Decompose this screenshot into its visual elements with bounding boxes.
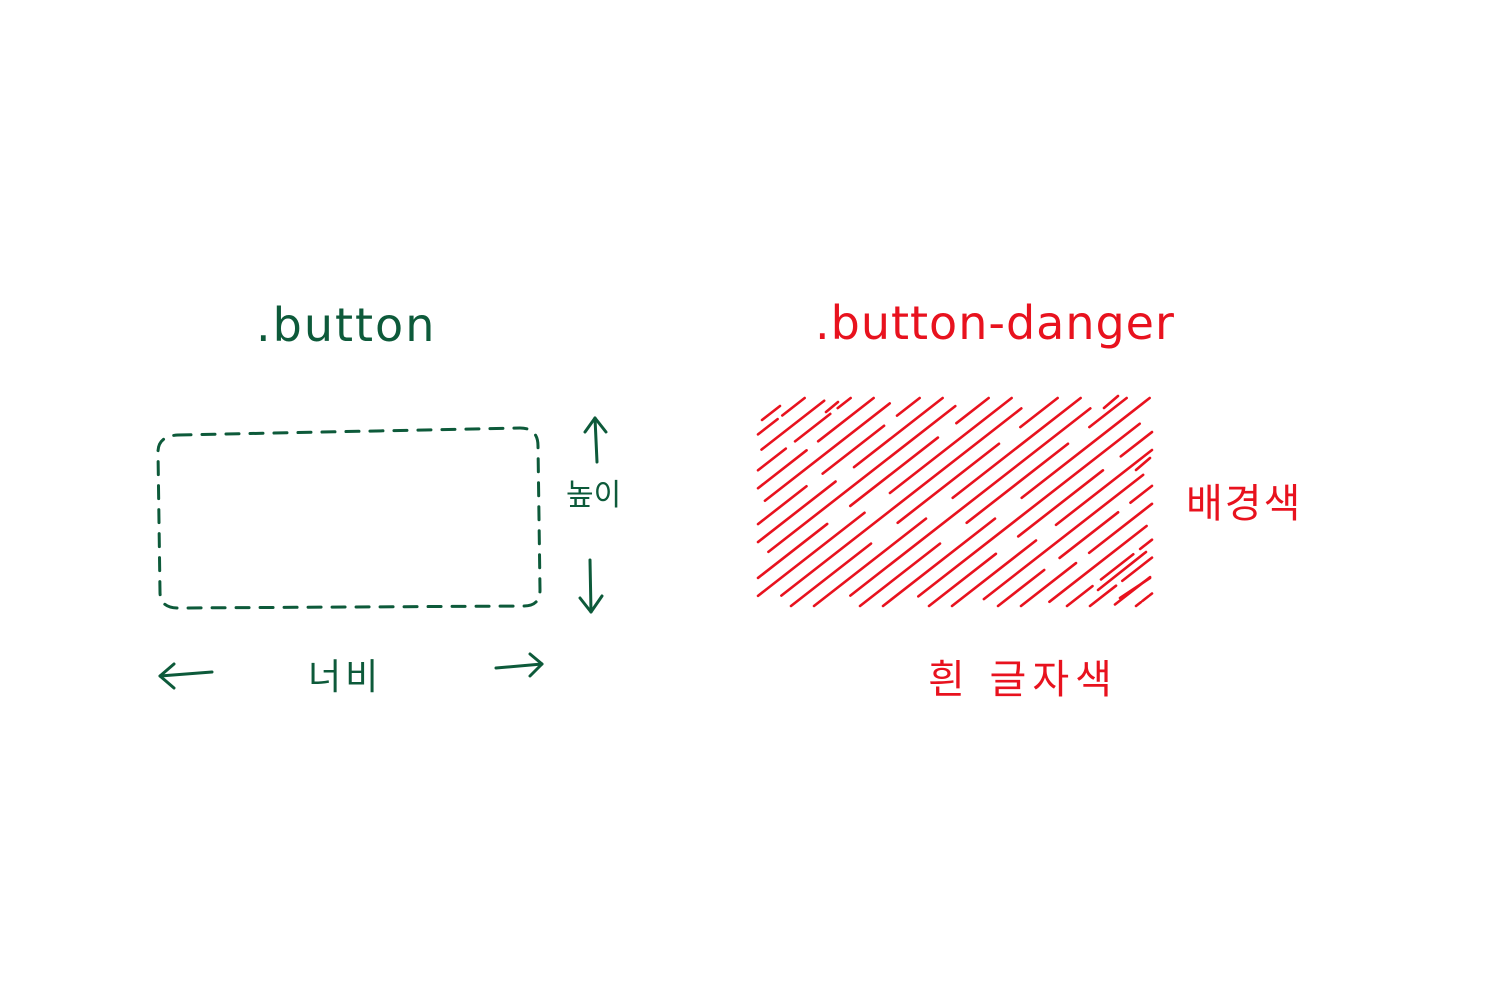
hatch-stroke bbox=[756, 480, 837, 544]
hatch-stroke bbox=[789, 542, 873, 608]
hatch-stroke bbox=[763, 402, 892, 503]
hatch-stroke bbox=[756, 522, 829, 580]
hatch-stroke bbox=[1134, 456, 1152, 472]
hatch-stroke bbox=[852, 396, 944, 469]
hatch-stroke bbox=[916, 422, 1141, 598]
hatch-stroke bbox=[821, 424, 886, 475]
hatch-stroke bbox=[1134, 600, 1143, 608]
danger-background-hatching bbox=[756, 394, 1154, 608]
hatch-stroke bbox=[1019, 561, 1078, 608]
hatch-stroke bbox=[780, 407, 1023, 597]
hatch-stroke bbox=[1148, 592, 1154, 597]
hatch-stroke bbox=[1102, 394, 1120, 410]
width-left-arrow-icon bbox=[158, 662, 214, 690]
hatch-stroke bbox=[896, 442, 1001, 525]
hatch-stroke bbox=[996, 568, 1046, 608]
hatch-stroke bbox=[812, 517, 928, 608]
hatch-stroke bbox=[767, 404, 957, 554]
width-right-arrow-icon bbox=[494, 652, 544, 678]
hatch-stroke bbox=[1020, 396, 1151, 500]
hatch-stroke bbox=[760, 404, 782, 422]
hatch-stroke bbox=[927, 552, 998, 608]
hatch-stroke bbox=[1087, 502, 1154, 555]
hatch-stroke bbox=[950, 539, 1038, 608]
hatch-stroke bbox=[1129, 484, 1154, 504]
height-label: 높이 bbox=[566, 478, 622, 513]
hatch-stroke bbox=[756, 447, 788, 472]
hatch-stroke bbox=[848, 436, 940, 508]
hatch-stroke bbox=[756, 449, 808, 490]
hatch-stroke bbox=[1048, 524, 1148, 604]
hatch-stroke bbox=[895, 396, 921, 417]
hatch-stroke bbox=[1118, 576, 1152, 600]
width-label: 너비 bbox=[308, 657, 383, 698]
hatch-stroke bbox=[1019, 396, 1059, 429]
white-text-color-label: 흰 글자색 bbox=[928, 657, 1118, 703]
hatch-stroke bbox=[756, 484, 808, 526]
button-dashed-outline bbox=[156, 426, 542, 610]
hatch-stroke bbox=[816, 396, 875, 443]
hatch-stroke bbox=[1138, 538, 1154, 551]
hatch-stroke bbox=[849, 407, 1092, 597]
button-danger-class-title: .button-danger bbox=[815, 296, 1175, 350]
height-down-arrow-icon bbox=[578, 558, 604, 614]
hatch-stroke bbox=[1088, 396, 1128, 429]
hatch-stroke bbox=[1096, 550, 1148, 592]
hatch-stroke bbox=[1119, 430, 1154, 458]
hatch-stroke bbox=[888, 396, 1013, 495]
button-class-title: .button bbox=[256, 298, 437, 352]
hatch-stroke bbox=[756, 511, 866, 598]
hatch-stroke bbox=[1065, 584, 1094, 608]
hatch-stroke bbox=[1099, 552, 1135, 581]
hatch-stroke bbox=[955, 396, 990, 425]
hatch-stroke bbox=[780, 396, 806, 417]
hatch-stroke bbox=[1141, 594, 1150, 603]
hatch-stroke bbox=[965, 442, 1070, 525]
background-color-label: 배경색 bbox=[1186, 481, 1303, 527]
hatch-stroke bbox=[881, 517, 997, 608]
hatch-stroke bbox=[760, 399, 826, 451]
hatch-stroke bbox=[1088, 584, 1118, 608]
hatch-stroke bbox=[756, 417, 779, 436]
height-up-arrow-icon bbox=[583, 416, 608, 464]
hatch-stroke bbox=[836, 396, 852, 410]
hatch-stroke bbox=[982, 473, 1145, 601]
hatch-stroke bbox=[1058, 511, 1120, 560]
hatch-stroke bbox=[793, 412, 832, 443]
hatch-stroke bbox=[1120, 556, 1154, 583]
hatch-stroke bbox=[1016, 469, 1105, 538]
hatch-stroke bbox=[951, 396, 1082, 500]
hatch-stroke bbox=[1054, 448, 1154, 527]
hatch-stroke bbox=[858, 542, 942, 608]
hatch-stroke bbox=[824, 400, 840, 414]
